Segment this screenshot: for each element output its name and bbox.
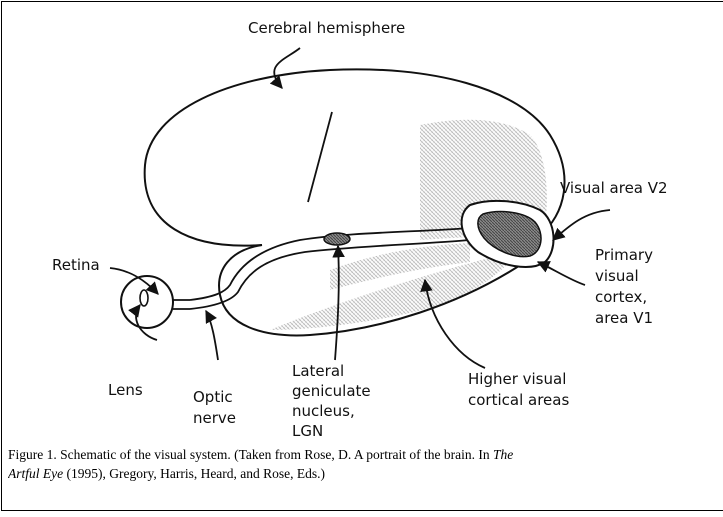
label-lens: Lens [108,381,143,399]
label-higher-visual: Higher visual cortical areas [468,370,571,409]
label-lgn-line3: nucleus, [292,402,355,420]
label-higher-visual-line1: Higher visual [468,370,566,388]
label-primary-visual-cortex: Primary visual cortex, area V1 [595,246,658,327]
label-primary-visual-cortex-line4: area V1 [595,309,653,327]
eye-to-nerve [173,300,190,309]
label-higher-visual-line2: cortical areas [468,391,569,409]
caption-text-2: (1995), Gregory, Harris, Heard, and Rose… [63,466,325,481]
label-optic-nerve-line1: Optic [193,388,233,406]
figure-caption: Figure 1. Schematic of the visual system… [8,445,720,483]
label-lgn: Lateral geniculate nucleus, LGN [292,362,375,440]
arrow-lgn [335,246,339,360]
arrow-optic-nerve [206,311,218,360]
label-primary-visual-cortex-line1: Primary [595,246,653,264]
label-cerebral-hemisphere: Cerebral hemisphere [248,19,405,37]
caption-line-1: Figure 1. Schematic of the visual system… [8,445,720,464]
label-lgn-line4: LGN [292,422,323,440]
visual-system-diagram: Cerebral hemisphere Visual area V2 Prima… [0,0,723,440]
sulcus-line [308,112,332,202]
label-primary-visual-cortex-line2: visual [595,267,639,285]
label-optic-nerve-line2: nerve [193,409,236,427]
caption-text-1: Figure 1. Schematic of the visual system… [8,447,493,462]
label-optic-nerve: Optic nerve [193,388,237,427]
caption-line-2: Artful Eye (1995), Gregory, Harris, Hear… [8,464,720,483]
label-retina: Retina [52,256,100,274]
label-visual-area-v2: Visual area V2 [560,179,668,197]
arrow-visual-area-v2 [553,210,610,240]
caption-italic-1: The [493,447,513,462]
label-lgn-line1: Lateral [292,362,344,380]
arrow-primary-visual-cortex [538,262,585,285]
label-primary-visual-cortex-line3: cortex, [595,288,647,306]
label-lgn-line2: geniculate [292,382,371,400]
caption-italic-2: Artful Eye [8,466,63,481]
lgn-nucleus [324,233,350,245]
arrow-cerebral-hemisphere [274,48,300,88]
